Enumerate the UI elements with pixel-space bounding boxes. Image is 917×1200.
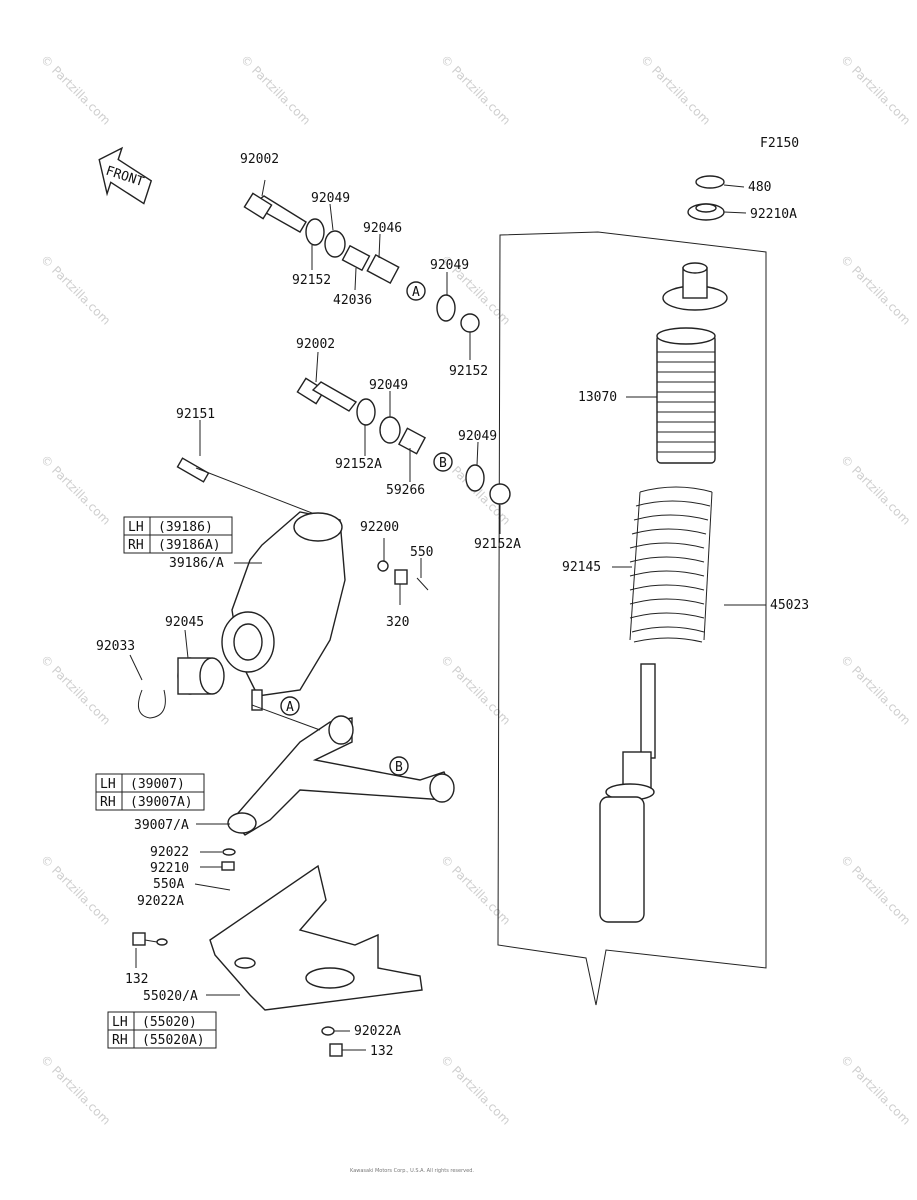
part-label: 92210 <box>150 861 189 876</box>
watermark: © Partzilla.com <box>838 652 913 727</box>
part-label: 92022 <box>150 845 189 860</box>
dust-boot <box>656 327 716 464</box>
svg-text:LH: LH <box>128 520 144 535</box>
part-label: 92002 <box>240 152 279 167</box>
part-label: 92210A <box>750 207 797 222</box>
svg-text:(39007A): (39007A) <box>130 795 193 810</box>
part-label: 550 <box>410 545 433 560</box>
part-label: 92002 <box>296 337 335 352</box>
part-label: 92152A <box>474 537 521 552</box>
part-label: 92022A <box>137 894 184 909</box>
svg-text:A: A <box>412 285 420 300</box>
svg-text:LH: LH <box>100 777 116 792</box>
svg-text:RH: RH <box>128 538 144 553</box>
watermark: © Partzilla.com <box>438 852 513 927</box>
part-label: 92045 <box>165 615 204 630</box>
part-label: 320 <box>386 615 409 630</box>
watermark: © Partzilla.com <box>38 452 113 527</box>
diagram-code: F2150 <box>760 136 799 151</box>
part-label: 59266 <box>386 483 425 498</box>
part-label: 45023 <box>770 598 809 613</box>
callout-b-arm: B <box>389 756 409 776</box>
part-label: 55020/A <box>143 989 198 1004</box>
part-label: 92151 <box>176 407 215 422</box>
callout-b-top: B <box>433 452 453 472</box>
svg-text:LH: LH <box>112 1015 128 1030</box>
castle-nut-group <box>377 538 429 605</box>
steering-knuckle <box>176 420 346 711</box>
part-label: 13070 <box>578 390 617 405</box>
part-label: 39186/A <box>169 556 224 571</box>
watermark: © Partzilla.com <box>838 52 913 127</box>
coil-spring <box>629 486 713 643</box>
svg-text:(39186): (39186) <box>158 520 213 535</box>
watermark: © Partzilla.com <box>238 52 313 127</box>
svg-text:A: A <box>286 700 294 715</box>
part-label: 92200 <box>360 520 399 535</box>
part-label: 132 <box>125 972 148 987</box>
svg-text:RH: RH <box>100 795 116 810</box>
watermark: © Partzilla.com <box>838 852 913 927</box>
watermark: © Partzilla.com <box>38 852 113 927</box>
watermark: © Partzilla.com <box>838 1052 913 1127</box>
part-label: 92152 <box>449 364 488 379</box>
part-label: 39007/A <box>134 818 189 833</box>
callout-a-arm: A <box>280 696 300 716</box>
watermark: © Partzilla.com <box>38 52 113 127</box>
watermark: © Partzilla.com <box>438 652 513 727</box>
wheel-bearing <box>129 629 225 719</box>
watermark: © Partzilla.com <box>838 452 913 527</box>
svg-text:(39007): (39007) <box>130 777 185 792</box>
shock-absorber-group <box>497 175 767 1006</box>
part-label: 92049 <box>369 378 408 393</box>
part-label: 92022A <box>354 1024 401 1039</box>
part-label: 132 <box>370 1044 393 1059</box>
watermark: © Partzilla.com <box>438 52 513 127</box>
svg-text:(55020A): (55020A) <box>142 1033 205 1048</box>
part-label: 92049 <box>311 191 350 206</box>
callout-a-top: A <box>406 281 426 301</box>
part-label: 92033 <box>96 639 135 654</box>
lower-a-arm <box>196 704 455 836</box>
arm-side-table: LH (39007) RH (39007A) <box>95 773 205 811</box>
svg-text:B: B <box>439 456 447 471</box>
part-label: 480 <box>748 180 771 195</box>
part-label: 92152 <box>292 273 331 288</box>
svg-text:(39186A): (39186A) <box>158 538 221 553</box>
watermark: © Partzilla.com <box>38 252 113 327</box>
part-label: 92145 <box>562 560 601 575</box>
small-hardware <box>194 848 236 891</box>
part-label: 92049 <box>430 258 469 273</box>
lower-bolt-assembly <box>296 351 511 534</box>
part-labels: 480 92210A 13070 92145 45023 92002 92049… <box>96 152 809 1059</box>
watermark: © Partzilla.com <box>638 52 713 127</box>
front-arrow-icon: FRONT <box>98 146 153 205</box>
part-label: 42036 <box>333 293 372 308</box>
upper-bolt-assembly <box>243 179 480 360</box>
watermark: © Partzilla.com <box>38 652 113 727</box>
part-label: 550A <box>153 877 184 892</box>
copyright-text: Kawasaki Motors Corp., U.S.A. All rights… <box>350 1168 474 1174</box>
svg-text:(55020): (55020) <box>142 1015 197 1030</box>
skid-plate <box>132 864 423 1057</box>
knuckle-side-table: LH (39186) RH (39186A) <box>123 516 233 554</box>
guard-side-table: LH (55020) RH (55020A) <box>107 1011 217 1049</box>
svg-text:RH: RH <box>112 1033 128 1048</box>
part-label: 92152A <box>335 457 382 472</box>
svg-text:B: B <box>395 760 403 775</box>
watermark: © Partzilla.com <box>438 1052 513 1127</box>
watermark: © Partzilla.com <box>38 1052 113 1127</box>
part-label: 92049 <box>458 429 497 444</box>
watermark: © Partzilla.com <box>838 252 913 327</box>
part-label: 92046 <box>363 221 402 236</box>
